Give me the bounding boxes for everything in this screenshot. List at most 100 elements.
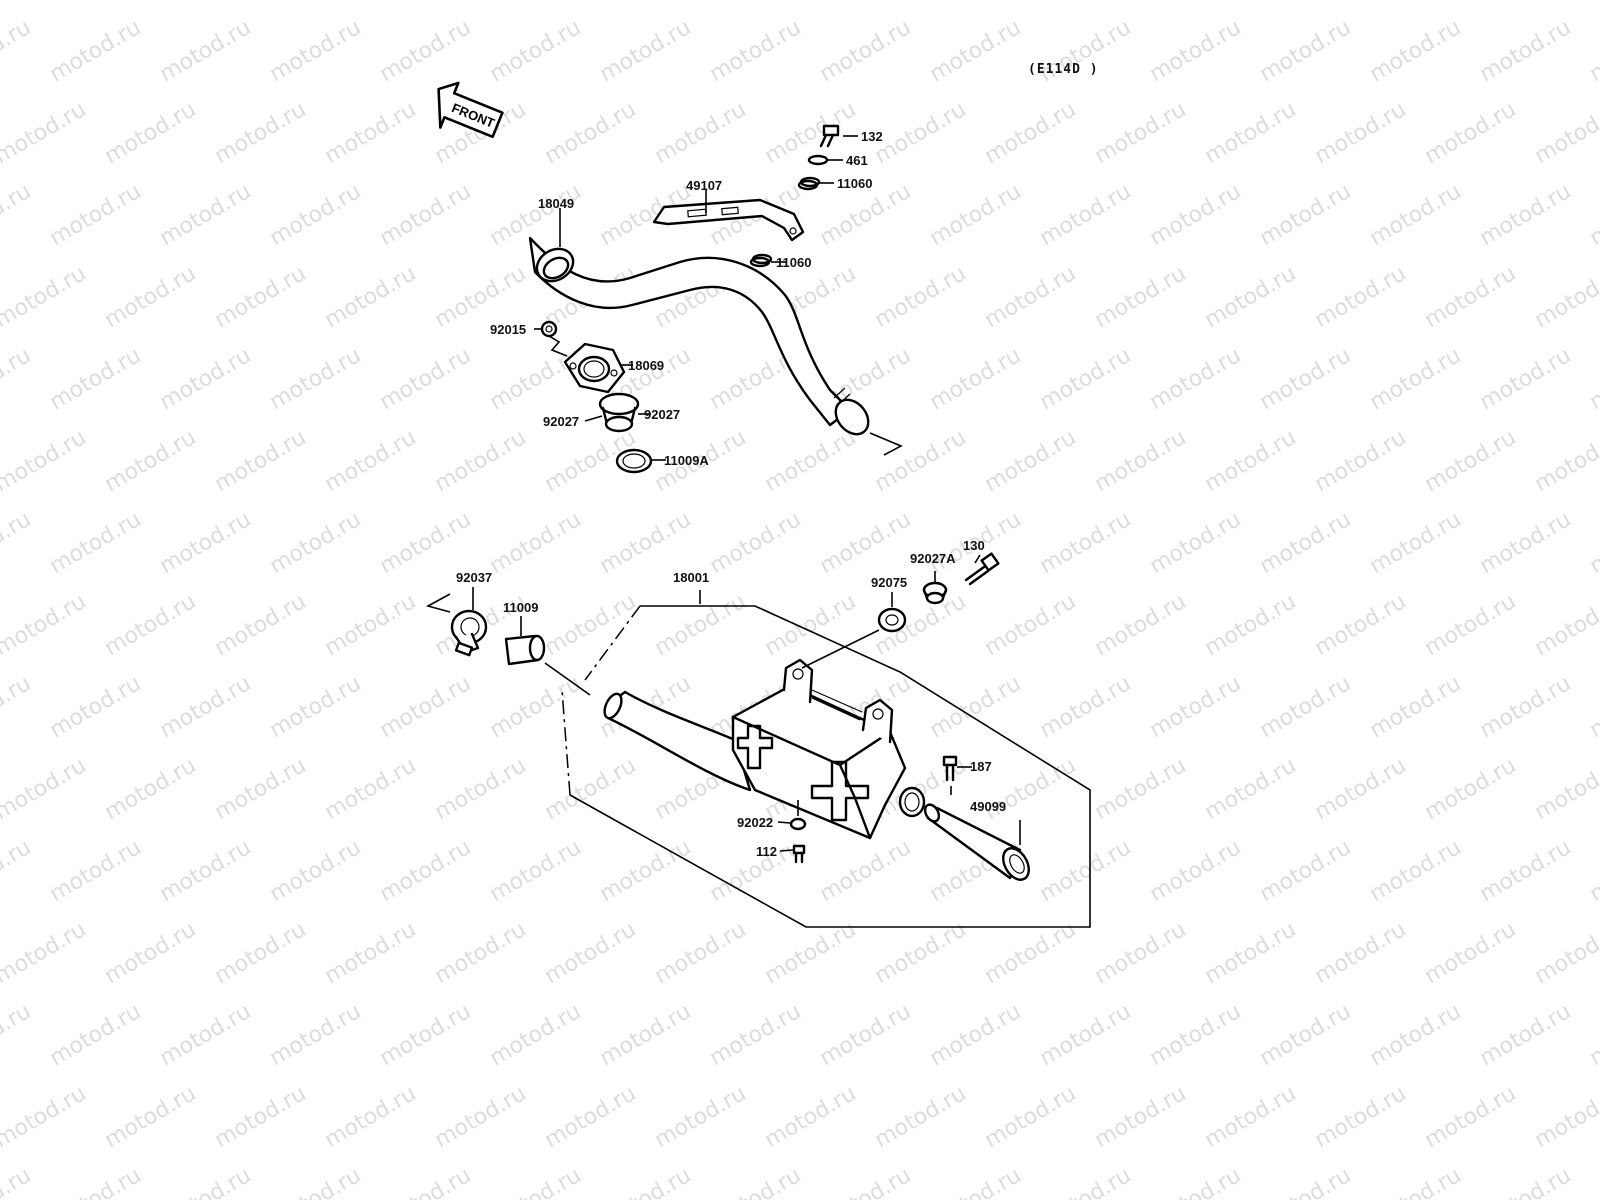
watermark-text: motod.ru	[1421, 97, 1521, 169]
watermark-text: motod.ru	[1146, 179, 1246, 251]
reference-code: (E114D )	[1028, 62, 1099, 77]
watermark-text: motod.ru	[156, 179, 256, 251]
watermark-text: motod.ru	[266, 999, 366, 1071]
watermark-text: motod.ru	[46, 179, 146, 251]
watermark-text: motod.ru	[0, 343, 35, 415]
watermark-text: motod.ru	[761, 917, 861, 989]
collar-92027-icon	[598, 392, 640, 433]
watermark-text: motod.ru	[266, 15, 366, 87]
watermark-text: motod.ru	[541, 589, 641, 661]
assembly-frame-18001	[561, 605, 1091, 928]
watermark-text: motod.ru	[1531, 425, 1600, 497]
watermark-text: motod.ru	[1366, 15, 1466, 87]
flange-18069-icon	[563, 342, 626, 394]
watermark-text: motod.ru	[651, 0, 751, 5]
label-92027A: 92027A	[910, 551, 956, 566]
watermark-text: motod.ru	[376, 835, 476, 907]
grommet-11060-top-icon	[797, 176, 821, 191]
watermark-text: motod.ru	[101, 1081, 201, 1153]
watermark-text: motod.ru	[376, 1163, 476, 1200]
part-labels: 132 461 11060 49107 18049 11060 92015 18…	[456, 129, 1006, 859]
watermark-text: motod.ru	[211, 753, 311, 825]
watermark-text: motod.ru	[0, 425, 90, 497]
watermark-text: motod.ru	[1256, 507, 1356, 579]
watermark-text: motod.ru	[486, 507, 586, 579]
watermark-text: motod.ru	[596, 15, 696, 87]
watermark-text: motod.ru	[156, 15, 256, 87]
watermark-text: motod.ru	[926, 999, 1026, 1071]
label-18049: 18049	[538, 196, 574, 211]
collar-92027A-icon	[922, 581, 948, 605]
watermark-text: motod.ru	[1256, 343, 1356, 415]
watermark-text: motod.ru	[1091, 0, 1191, 5]
clamp-92037-icon	[450, 609, 488, 657]
watermark-text: motod.ru	[1586, 507, 1600, 579]
watermark-text: motod.ru	[651, 917, 751, 989]
watermark-text: motod.ru	[321, 261, 421, 333]
gasket-11009-icon	[504, 634, 546, 666]
watermark-text: motod.ru	[1476, 999, 1576, 1071]
watermark-text: motod.ru	[101, 753, 201, 825]
watermark-text: motod.ru	[871, 917, 971, 989]
washer-461-icon	[807, 154, 829, 166]
watermark-text: motod.ru	[0, 917, 90, 989]
watermark-text: motod.ru	[156, 671, 256, 743]
watermark-text: motod.ru	[1421, 0, 1521, 5]
watermark-text: motod.ru	[0, 1163, 35, 1200]
watermark-text: motod.ru	[156, 999, 256, 1071]
watermark-text: motod.ru	[376, 343, 476, 415]
watermark-text: motod.ru	[1091, 917, 1191, 989]
watermark-text: motod.ru	[431, 0, 531, 5]
watermark-text: motod.ru	[871, 1081, 971, 1153]
watermark-text: motod.ru	[706, 15, 806, 87]
watermark-text: motod.ru	[541, 753, 641, 825]
watermark-text: motod.ru	[1201, 0, 1301, 5]
watermark-text: motod.ru	[1091, 1081, 1191, 1153]
watermark-text: motod.ru	[321, 917, 421, 989]
watermark-text: motod.ru	[0, 753, 90, 825]
watermark-text: motod.ru	[1146, 15, 1246, 87]
watermark-text: motod.ru	[486, 343, 586, 415]
watermark-text: motod.ru	[1421, 753, 1521, 825]
watermark-text: motod.ru	[266, 179, 366, 251]
watermark-text: motod.ru	[651, 97, 751, 169]
watermark-text: motod.ru	[596, 835, 696, 907]
watermark-text: motod.ru	[1311, 425, 1411, 497]
watermark-text: motod.ru	[871, 425, 971, 497]
watermark-text: motod.ru	[816, 1163, 916, 1200]
nut-92022-icon	[789, 817, 807, 831]
label-11009: 11009	[503, 600, 538, 615]
watermark-text: motod.ru	[266, 507, 366, 579]
watermark-text: motod.ru	[0, 0, 90, 5]
watermark-text: motod.ru	[321, 589, 421, 661]
watermark-text: motod.ru	[211, 917, 311, 989]
watermark-text: motod.ru	[926, 671, 1026, 743]
watermark-text: motod.ru	[266, 1163, 366, 1200]
watermark-text: motod.ru	[1311, 97, 1411, 169]
watermark-text: motod.ru	[1201, 97, 1301, 169]
label-461: 461	[846, 153, 868, 168]
watermark-text: motod.ru	[981, 261, 1081, 333]
watermark-text: motod.ru	[651, 1081, 751, 1153]
label-92022: 92022	[737, 815, 773, 830]
watermark-text: motod.ru	[1476, 671, 1576, 743]
watermark-text: motod.ru	[761, 0, 861, 5]
watermark-text: motod.ru	[101, 0, 201, 5]
watermark-text: motod.ru	[1586, 343, 1600, 415]
watermark-text: motod.ru	[1036, 179, 1136, 251]
watermark-text: motod.ru	[101, 917, 201, 989]
watermark-text: motod.ru	[266, 835, 366, 907]
label-18069: 18069	[628, 358, 664, 373]
watermark-text: motod.ru	[0, 97, 90, 169]
watermark-text: motod.ru	[1531, 97, 1600, 169]
watermark-text: motod.ru	[981, 589, 1081, 661]
watermark-text: motod.ru	[376, 15, 476, 87]
bolt-130-icon	[964, 552, 1000, 586]
watermark-text: motod.ru	[1311, 589, 1411, 661]
watermark-text: motod.ru	[156, 835, 256, 907]
label-92027-left: 92027	[543, 414, 579, 429]
watermark-text: motod.ru	[0, 1081, 90, 1153]
watermark-text: motod.ru	[1311, 1081, 1411, 1153]
